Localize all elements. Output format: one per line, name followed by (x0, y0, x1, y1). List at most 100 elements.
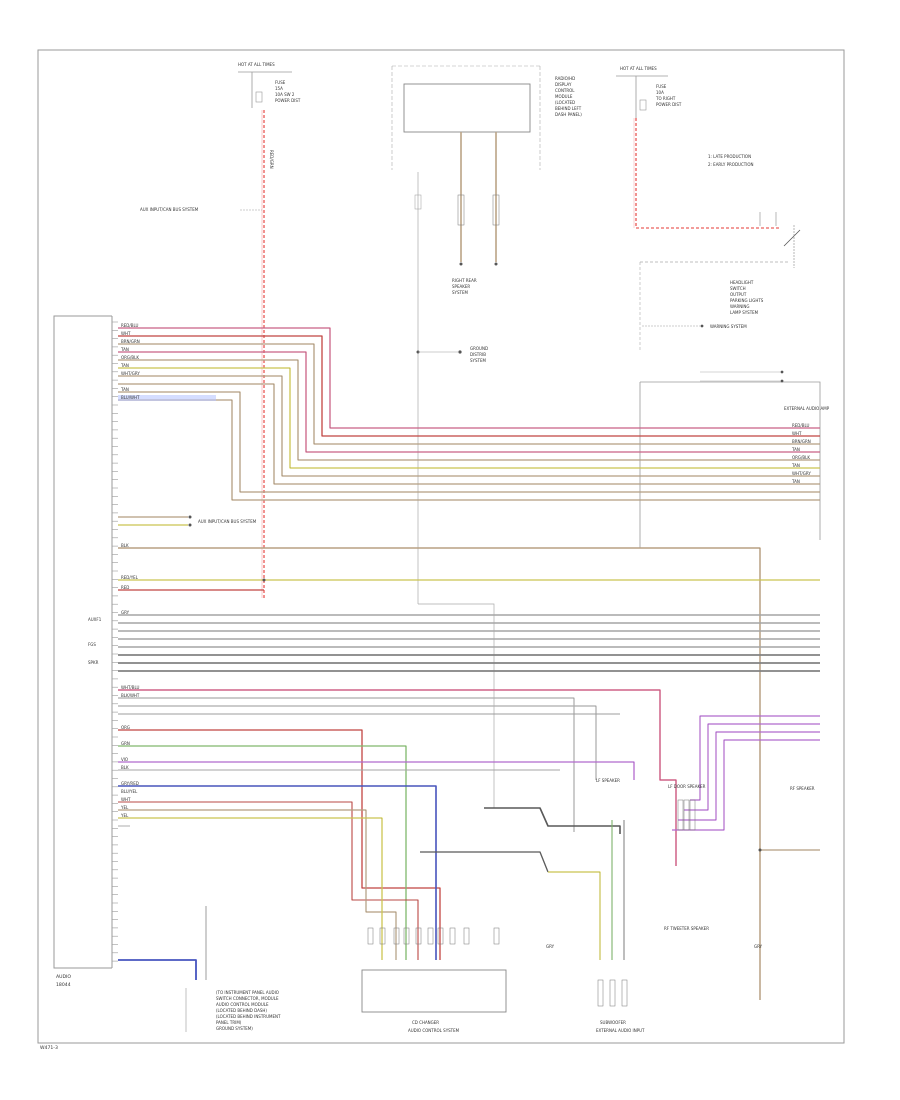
amp-wire-label: TAN (791, 479, 800, 484)
wire-stripe (118, 343, 820, 445)
switch-line-3: OUTPUT (730, 292, 747, 297)
connector-pin (677, 799, 684, 831)
page-code: W471-3 (40, 1045, 58, 1051)
wire-stripe (118, 785, 437, 960)
violet-lower-wire (118, 761, 635, 780)
blu-wire-mark (118, 395, 216, 401)
wire-row-label: BRN/GRN (121, 339, 140, 344)
group-label-1: AUXF1 (88, 617, 102, 622)
external-input-label: EXTERNAL AUDIO INPUT (596, 1028, 645, 1033)
wire-stripe (118, 383, 820, 485)
wire-bundle (118, 327, 820, 1007)
rf-tweeter-label: RF TWEETER SPEAKER (664, 926, 709, 931)
dark-wire-2 (420, 851, 549, 873)
cd-pin (449, 927, 456, 945)
wire-stripe (118, 547, 761, 1000)
upper-wire-4 (118, 359, 820, 461)
amp-wire-label: WHT/GRY (792, 471, 811, 476)
wire-stripe (420, 851, 549, 873)
blue-lower-wire (118, 785, 437, 960)
upper-wire-0 (118, 327, 820, 429)
wire-row-label: ORG/BLK (121, 355, 139, 360)
cd-pin (415, 927, 422, 945)
dark-wire-1 (484, 807, 621, 834)
wire-stripe (118, 761, 635, 780)
wire-row-label: VIO (121, 757, 128, 762)
wire-stripe (484, 807, 621, 834)
cd-pin (427, 927, 434, 945)
wire-row-label: GRY (121, 610, 130, 615)
module-label: AUDIO (56, 974, 71, 980)
amp-wire-label: TAN (791, 463, 800, 468)
wire-stripe (118, 729, 441, 960)
connector-pin (689, 799, 696, 831)
upper-wire-1 (118, 335, 820, 437)
tl-wire-label: RED/GRN (269, 150, 274, 169)
cd-pin (437, 927, 444, 945)
upper-wire-2 (118, 343, 820, 445)
radio-line-3: CONTROL (555, 88, 575, 93)
cd-pin (379, 927, 386, 945)
sub-pin (609, 979, 616, 1007)
tr-fuse-2: 10A (656, 90, 664, 95)
subwoofer: SUBWOOFER EXTERNAL AUDIO INPUT (596, 1020, 645, 1033)
radio-line-4: MODULE (555, 94, 573, 99)
cd-pin (403, 927, 410, 945)
aux-terminal-2 (188, 523, 192, 527)
wire-stripe (118, 351, 820, 453)
pink-wire (118, 689, 677, 866)
connector-pin (683, 799, 690, 831)
bottom-note-7: GROUND SYSTEM) (216, 1026, 253, 1031)
splice (758, 848, 762, 852)
wire-stripe (118, 745, 407, 960)
cd-pin (493, 927, 500, 945)
ground-label-2: GRY (754, 944, 763, 949)
wire-stripe (118, 391, 820, 493)
wire-stripe (684, 723, 820, 811)
sub-pin (597, 979, 604, 1007)
ground-distrib-2: DISTRIB (470, 352, 486, 357)
rf-speaker-label: RF SPEAKER (790, 786, 815, 791)
lf-door-speaker-label: LF DOOR SPEAKER (668, 784, 706, 789)
rear-speaker-note-1: RIGHT REAR (452, 278, 477, 283)
cd-changer-label: CD CHANGER (412, 1020, 439, 1025)
cd-pin (393, 927, 400, 945)
amp-wire-label: WHT (792, 431, 802, 436)
wire-stripe (118, 399, 820, 501)
bottom-note-4: (LOCATED BEHIND DASH) (216, 1008, 267, 1013)
tl-fuse-1: FUSE (275, 80, 286, 85)
wire-stripe (118, 335, 820, 437)
audio-control-label: AUDIO CONTROL SYSTEM (408, 1028, 460, 1033)
diagram-frame (37, 49, 845, 1044)
cd-pin (367, 927, 374, 945)
wire-stripe (118, 817, 383, 960)
aux-input-label: AUX INPUT/CAN BUS SYSTEM (140, 207, 199, 212)
top-left-power-feed: HOT AT ALL TIMES FUSE 15A 10A SW 2 POWER… (140, 62, 301, 598)
ground-distrib-1: GROUND (470, 346, 488, 351)
wire-row-label: TAN (120, 347, 129, 352)
tr-fuse-4: POWER DIST (656, 102, 682, 107)
radio-line-6: BEHIND LEFT (555, 106, 582, 111)
radio-display-unit: RADIO/HD DISPLAY CONTROL MODULE (LOCATED… (391, 65, 582, 808)
sub-pin (621, 979, 628, 1007)
upper-wire-5 (118, 367, 820, 469)
aux-system-label: AUX INPUT/CAN BUS SYSTEM (198, 519, 257, 524)
switch-line-5: WARNING (730, 304, 750, 309)
wire-stripe (548, 871, 601, 960)
violet-bundle-1 (684, 723, 820, 811)
wire-row-label: WHT (121, 331, 131, 336)
bottom-note: (TO INSTRUMENT PANEL AUDIO SWITCH CONNEC… (185, 988, 281, 1032)
top-right-power-feed: HOT AT ALL TIMES FUSE 10A TO RIGHT POWER… (616, 66, 830, 548)
gray-lower-1 (118, 697, 575, 832)
wire-stripe (118, 689, 677, 866)
ground-label-1: GRY (546, 944, 555, 949)
blue-bottom-wire (118, 959, 197, 980)
cd-changer: CD CHANGER AUDIO CONTROL SYSTEM (361, 969, 507, 1033)
wire-row-label: YEL (120, 805, 129, 810)
wire-row-label: WHT (121, 797, 131, 802)
bottom-note-2: SWITCH CONNECTOR, MODULE (216, 996, 279, 1001)
wire-stripe (118, 697, 575, 832)
wire-stripe (118, 359, 820, 461)
radio-line-5: (LOCATED (555, 100, 575, 105)
